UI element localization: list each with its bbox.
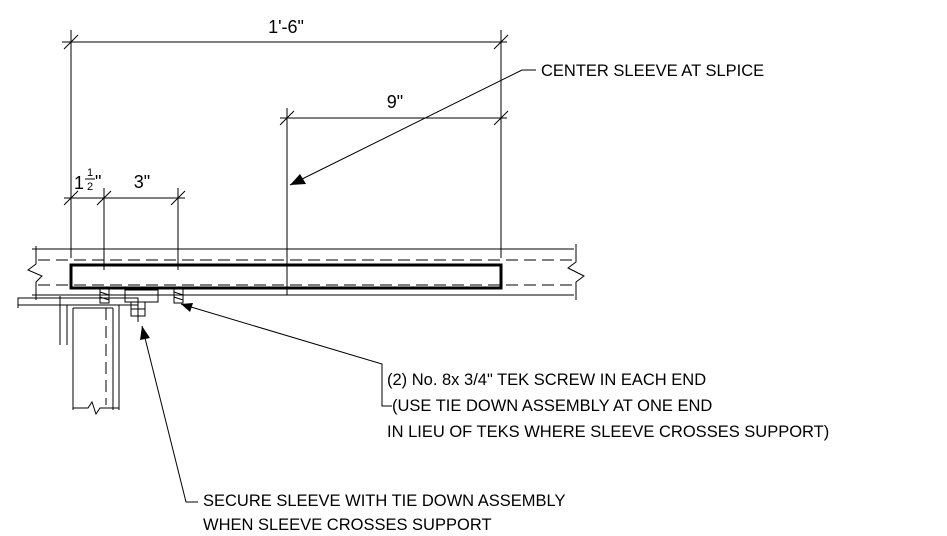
- splice-sleeve: [69, 263, 503, 290]
- dimension-edge-denominator: 2: [87, 181, 93, 193]
- leader-tie-down: [140, 325, 198, 503]
- dimension-spacing-label: 3": [134, 172, 150, 192]
- tek-screw-right: [173, 288, 184, 304]
- dimension-half: 9": [279, 92, 509, 250]
- note-tek-screw-line3: IN LIEU OF TEKS WHERE SLEEVE CROSSES SUP…: [387, 423, 829, 441]
- note-tie-down-line1: SECURE SLEEVE WITH TIE DOWN ASSEMBLY: [203, 492, 565, 510]
- note-tek-screw-line1: (2) No. 8x 3/4" TEK SCREW IN EACH END: [387, 371, 706, 389]
- leader-tek-screw: [180, 303, 392, 407]
- note-center-sleeve: CENTER SLEEVE AT SLPICE: [541, 62, 764, 80]
- tie-down-assembly: [124, 289, 159, 322]
- dimension-overall: 1'-6": [62, 17, 509, 258]
- tek-screw-left: [99, 288, 110, 304]
- support: [17, 296, 139, 416]
- dimension-edge-whole: 1: [74, 173, 84, 193]
- note-tek-screw-line2: (USE TIE DOWN ASSEMBLY AT ONE END: [392, 397, 712, 415]
- leader-center-sleeve: [289, 69, 536, 186]
- dimension-half-label: 9": [387, 92, 403, 112]
- dimension-edge-numerator: 1: [87, 167, 93, 179]
- dimension-overall-label: 1'-6": [268, 17, 304, 37]
- dimension-edge-and-spacing: 1 1 2 " 3": [63, 167, 186, 270]
- dimension-edge-inch-mark: ": [95, 172, 101, 192]
- note-tie-down-line2: WHEN SLEEVE CROSSES SUPPORT: [203, 516, 492, 534]
- deck-member: [27, 244, 585, 300]
